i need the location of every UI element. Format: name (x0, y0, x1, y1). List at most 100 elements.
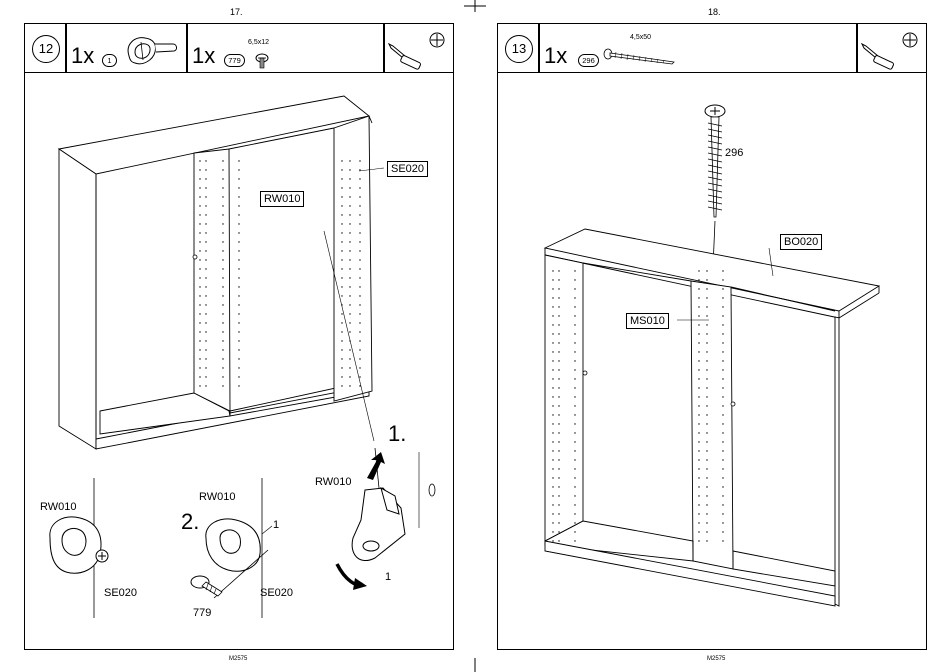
shelf-pin-hole (205, 268, 206, 269)
shelf-pin-hole (558, 324, 559, 325)
shelf-pin-hole (552, 315, 553, 316)
shelf-pin-hole (205, 196, 206, 197)
shelf-pin-hole (552, 324, 553, 325)
shelf-pin-hole (706, 459, 707, 460)
shelf-pin-hole (558, 270, 559, 271)
shelf-pin-hole (722, 522, 723, 523)
shelf-pin-hole (199, 250, 200, 251)
shelf-pin-hole (558, 369, 559, 370)
shelf-pin-hole (552, 396, 553, 397)
detail-label-part-1: 1 (385, 571, 391, 583)
shelf-pin-hole (359, 268, 360, 269)
shelf-pin-hole (558, 297, 559, 298)
part-id-badge: 296 (578, 54, 599, 67)
cam-fitting-detail-c (315, 448, 445, 598)
shelf-pin-hole (359, 313, 360, 314)
step-number: 12 (32, 35, 60, 63)
shelf-pin-hole (222, 349, 223, 350)
shelf-pin-hole (722, 387, 723, 388)
shelf-pin-hole (238, 169, 239, 170)
shelf-pin-hole (359, 160, 360, 161)
shelf-pin-hole (722, 351, 723, 352)
shelf-pin-hole (222, 178, 223, 179)
shelf-pin-hole (222, 304, 223, 305)
shelf-pin-hole (205, 340, 206, 341)
shelf-pin-hole (199, 277, 200, 278)
shelf-pin-hole (205, 376, 206, 377)
shelf-pin-hole (574, 432, 575, 433)
shelf-pin-hole (558, 387, 559, 388)
page-number: 17. (230, 7, 243, 17)
shelf-pin-hole (722, 504, 723, 505)
shelf-pin-hole (222, 277, 223, 278)
shelf-pin-hole (238, 223, 239, 224)
shelf-pin-hole (722, 405, 723, 406)
shelf-pin-hole (205, 169, 206, 170)
shelf-pin-hole (238, 196, 239, 197)
shelf-pin-hole (706, 342, 707, 343)
shelf-pin-hole (238, 250, 239, 251)
phillips-bit-icon (429, 32, 445, 48)
shelf-pin-hole (722, 540, 723, 541)
shelf-pin-hole (698, 279, 699, 280)
shelf-pin-hole (238, 304, 239, 305)
shelf-pin-hole (698, 486, 699, 487)
shelf-pin-hole (238, 205, 239, 206)
shelf-pin-hole (558, 441, 559, 442)
shelf-pin-hole (698, 360, 699, 361)
shelf-pin-hole (722, 486, 723, 487)
detail-label-part-1: 1 (273, 519, 279, 531)
shelf-pin-hole (574, 378, 575, 379)
shelf-pin-hole (341, 277, 342, 278)
shelf-pin-hole (359, 169, 360, 170)
part-id-badge: 1 (102, 54, 117, 67)
shelf-pin-hole (359, 196, 360, 197)
shelf-pin-hole (238, 277, 239, 278)
screwdriver-icon (860, 42, 900, 66)
shelf-pin-hole (238, 376, 239, 377)
shelf-pin-hole (341, 322, 342, 323)
shelf-pin-hole (558, 477, 559, 478)
shelf-pin-hole (359, 277, 360, 278)
shelf-pin-hole (698, 522, 699, 523)
shelf-pin-hole (574, 468, 575, 469)
shelf-pin-hole (552, 423, 553, 424)
shelf-pin-hole (199, 367, 200, 368)
shelf-pin-hole (349, 178, 350, 179)
shelf-pin-hole (706, 369, 707, 370)
shelf-pin-hole (222, 331, 223, 332)
shelf-pin-hole (359, 367, 360, 368)
shelf-pin-hole (698, 405, 699, 406)
shelf-pin-hole (722, 306, 723, 307)
shelf-pin-hole (359, 286, 360, 287)
shelf-pin-hole (359, 259, 360, 260)
shelf-pin-hole (199, 160, 200, 161)
shelf-pin-hole (722, 468, 723, 469)
shelf-pin-hole (574, 351, 575, 352)
shelf-pin-hole (199, 295, 200, 296)
shelf-pin-hole (359, 358, 360, 359)
page-footer: M2575 (229, 656, 247, 662)
shelf-pin-hole (341, 169, 342, 170)
shelf-pin-hole (238, 349, 239, 350)
shelf-pin-hole (552, 351, 553, 352)
shelf-pin-hole (698, 387, 699, 388)
shelf-pin-hole (238, 313, 239, 314)
shelf-pin-hole (199, 178, 200, 179)
shelf-pin-hole (558, 342, 559, 343)
shelf-pin-hole (722, 369, 723, 370)
screw-label-296: 296 (725, 147, 743, 159)
shelf-pin-hole (574, 495, 575, 496)
shelf-pin-hole (574, 315, 575, 316)
shelf-pin-hole (722, 513, 723, 514)
shelf-pin-hole (552, 288, 553, 289)
shelf-pin-hole (552, 468, 553, 469)
shelf-pin-hole (552, 342, 553, 343)
header-divider (65, 24, 67, 72)
shelf-pin-hole (341, 358, 342, 359)
shelf-pin-hole (552, 306, 553, 307)
shelf-pin-hole (722, 279, 723, 280)
shelf-pin-hole (205, 286, 206, 287)
shelf-pin-hole (706, 279, 707, 280)
shelf-pin-hole (199, 340, 200, 341)
